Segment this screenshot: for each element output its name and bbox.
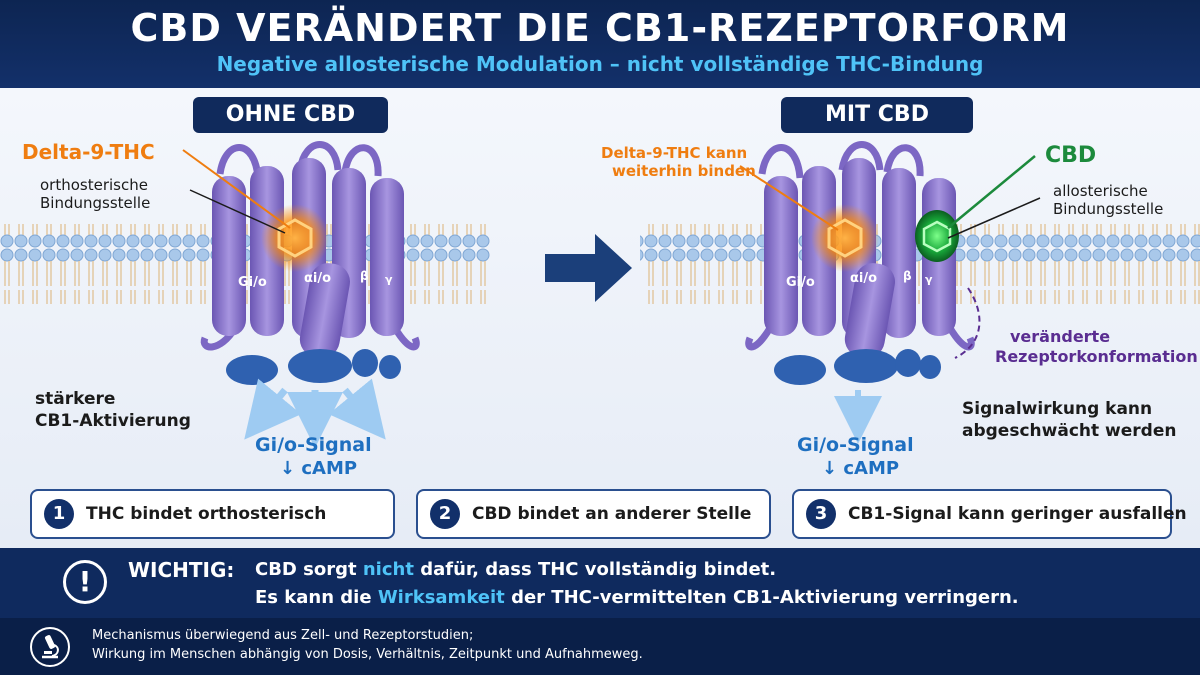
important-label: WICHTIG: [128,558,235,582]
label-conformation-2: Rezeptorkonformation [995,347,1198,366]
label-camp-left: ↓ cAMP [280,458,358,479]
label-conformation-1: veränderte [1010,327,1111,346]
important-line-1-a: CBD sorgt [255,559,363,580]
cb1-receptor-left [182,141,420,448]
label-signal-left: Gi/o-Signal [255,434,372,456]
pill-ohne-cbd: OHNE CBD [193,97,388,133]
g-label-beta-right: β [903,269,912,283]
footer-line-2: Wirkung im Menschen abhängig von Dosis, … [92,647,643,662]
cbd-molecule [915,210,959,262]
important-banner: ! WICHTIG: CBD sorgt nicht dafür, dass T… [0,548,1200,618]
g-label-beta-left: β [360,269,369,283]
important-line-1-b: dafür, dass THC vollständig bindet. [413,559,777,580]
label-effect-left-2: CB1-Aktivierung [35,411,191,431]
step-2-text: CBD bindet an anderer Stelle [472,504,752,524]
label-effect-right-2: abgeschwächt werden [962,421,1177,441]
step-1: 1 THC bindet orthosterisch [30,489,395,539]
important-line-2: Es kann die Wirksamkeit der THC-vermitte… [255,587,1019,608]
label-delta9-thc-left: Delta-9-THC [22,140,155,164]
pill-mit-cbd: MIT CBD [781,97,973,133]
g-protein-gio-right [774,355,826,385]
g-protein-beta-left [352,349,378,377]
label-cbd: CBD [1045,143,1097,168]
cb1-receptor-right [739,141,1041,444]
g-protein-gamma-right [919,355,941,379]
step-3-text: CB1-Signal kann geringer ausfallen [848,504,1187,524]
g-label-alpha-left: αi/o [304,271,332,286]
membrane-diagram [0,141,1200,448]
step-1-number: 1 [44,499,74,529]
label-signal-right: Gi/o-Signal [797,434,914,456]
g-label-gio-left: Gi/o [238,275,267,290]
g-label-alpha-right: αi/o [850,271,878,286]
page-title: CBD VERÄNDERT DIE CB1-REZEPTORFORM [130,6,1070,50]
header: CBD VERÄNDERT DIE CB1-REZEPTORFORM Negat… [0,0,1200,88]
step-3: 3 CB1-Signal kann geringer ausfallen [792,489,1187,539]
important-line-2-b: der THC-vermittelten CB1-Aktivierung ver… [504,587,1019,608]
label-allosteric-2: Bindungsstelle [1053,200,1164,218]
microscope-icon [30,627,70,667]
g-label-gamma-left: γ [385,273,393,286]
thc-molecule-left [261,204,329,272]
g-protein-alpha-right [834,349,898,383]
important-line-1: CBD sorgt nicht dafür, dass THC vollstän… [255,559,776,580]
g-protein-gamma-left [379,355,401,379]
g-label-gio-right: Gi/o [786,275,815,290]
footer-line-1: Mechanismus überwiegend aus Zell- und Re… [92,628,474,643]
important-line-2-a: Es kann die [255,587,378,608]
label-orthosteric-1: orthosterische [40,176,148,194]
g-protein-gio-left [226,355,278,385]
important-line-1-highlight: nicht [362,559,414,580]
step-3-number: 3 [806,499,836,529]
label-effect-right-1: Signalwirkung kann [962,399,1153,419]
label-thc-right-2: weiterhin binden [612,162,756,180]
g-protein-alpha-left [288,349,352,383]
arrow-right-icon [545,234,632,302]
thc-molecule-right [811,204,879,272]
diagram-stage: OHNE CBD MIT CBD Delta-9-THC orthosteris… [0,88,1200,548]
page-subtitle: Negative allosterische Modulation – nich… [216,52,984,76]
step-2-number: 2 [430,499,460,529]
step-1-text: THC bindet orthosterisch [86,504,327,524]
footer: Mechanismus überwiegend aus Zell- und Re… [0,618,1200,675]
important-line-2-highlight: Wirksamkeit [377,587,505,608]
g-protein-beta-right [895,349,921,377]
label-effect-left-1: stärkere [35,389,116,409]
g-label-gamma-right: γ [925,273,933,286]
step-2: 2 CBD bindet an anderer Stelle [416,489,771,539]
label-orthosteric-2: Bindungsstelle [40,194,151,212]
label-thc-right-1: Delta-9-THC kann [601,144,748,162]
label-camp-right: ↓ cAMP [822,458,900,479]
exclamation-icon: ! [63,560,107,604]
label-allosteric-1: allosterische [1053,182,1148,200]
